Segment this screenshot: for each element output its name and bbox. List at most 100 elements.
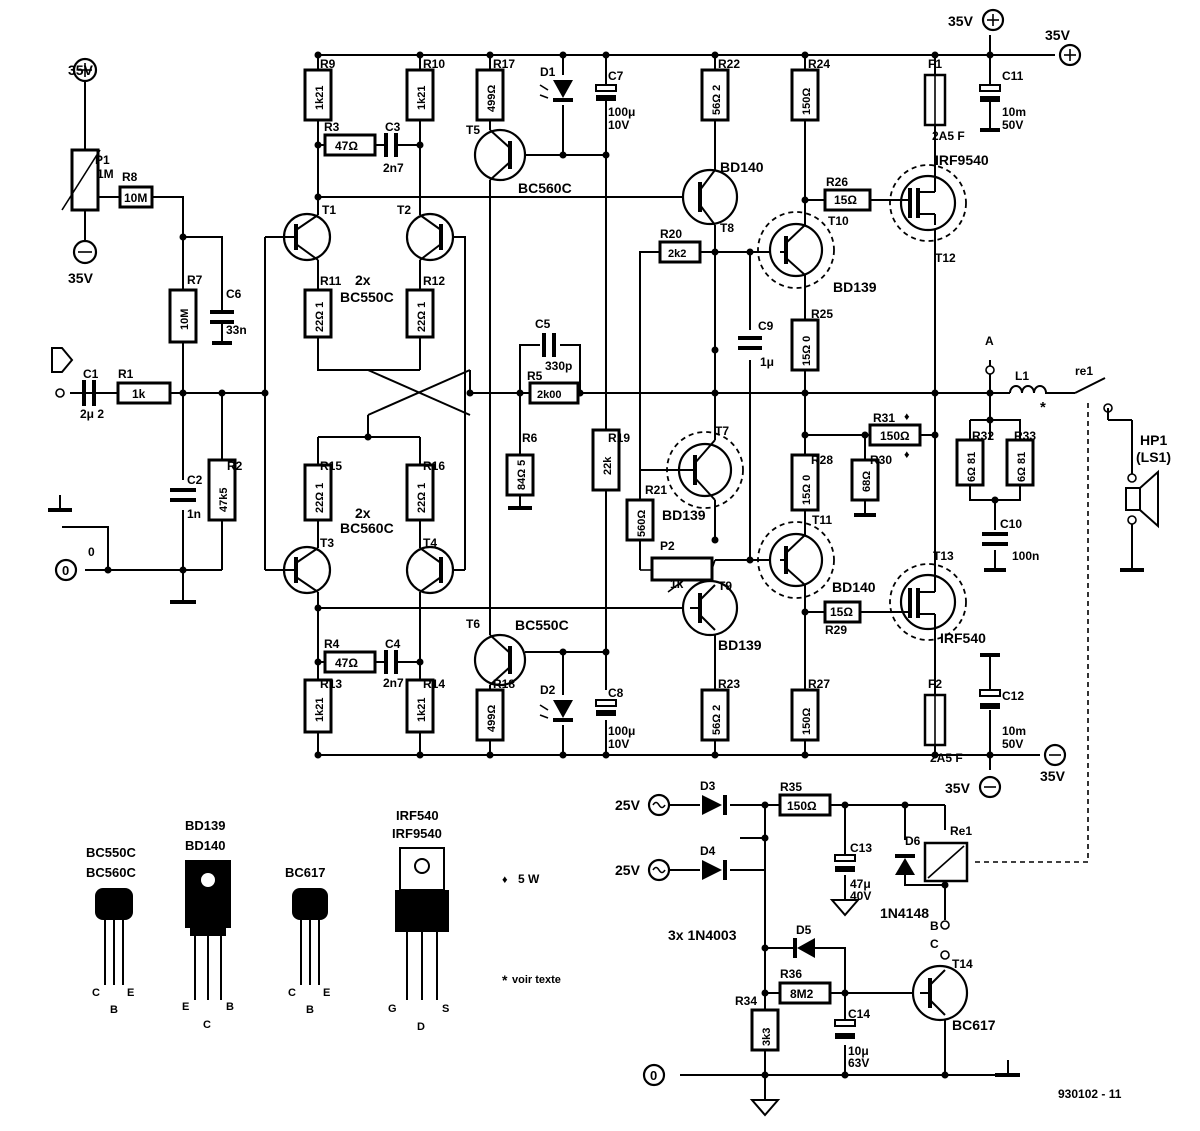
label-r8-value: 10M — [124, 191, 147, 205]
resistor-r7 — [168, 288, 198, 344]
transistor-t13 — [889, 563, 967, 641]
pinout-drv-c: C — [203, 1019, 211, 1031]
capacitor-c3 — [384, 133, 398, 157]
label-t1: T1 — [322, 203, 336, 217]
label-d6-type: 1N4148 — [880, 905, 929, 921]
pinout-small-signal-a: BC550C — [86, 845, 136, 860]
label-c8: C8 — [608, 686, 624, 700]
label-t2: T2 — [397, 203, 411, 217]
label-c3-value: 2n7 — [383, 161, 404, 175]
label-r3-value: 47Ω — [335, 139, 358, 153]
label-pair-top-count: 2x — [355, 272, 371, 288]
label-r7: R7 — [187, 273, 203, 287]
pinout-small-signal-b: BC560C — [86, 865, 136, 880]
label-r9-value: 1k21 — [314, 86, 326, 110]
label-t9: T9 — [718, 579, 732, 593]
capacitor-c12 — [979, 653, 1001, 709]
label-r20-value: 2k2 — [668, 248, 686, 260]
diode-d4 — [702, 860, 727, 880]
label-c13: C13 — [850, 841, 872, 855]
resistor-r26 — [823, 188, 872, 212]
resistor-r19 — [591, 428, 621, 492]
label-r35-value: 150Ω — [787, 799, 817, 813]
resistor-r22 — [700, 68, 730, 122]
label-r26: R26 — [826, 175, 848, 189]
resistor-r5 — [528, 381, 580, 405]
pinout-dl-b: B — [306, 1004, 314, 1016]
capacitor-c5 — [542, 333, 556, 357]
label-c2-value: 1n — [187, 507, 201, 521]
label-c3: C3 — [385, 120, 401, 134]
label-t7-type: BD139 — [662, 507, 706, 523]
label-c2: C2 — [187, 473, 203, 487]
label-r11-value: 22Ω 1 — [314, 302, 326, 332]
resistor-r21 — [625, 498, 655, 542]
label-r29: R29 — [825, 623, 847, 637]
resistor-r17 — [475, 68, 505, 122]
label-c5: C5 — [535, 317, 551, 331]
label-35v-top-right: 35V — [1045, 27, 1071, 43]
capacitors — [82, 84, 1008, 1039]
label-r21-value: 560Ω — [636, 510, 648, 537]
label-r25: R25 — [811, 307, 833, 321]
ground-symbol-c13 — [829, 899, 861, 917]
label-r2: R2 — [227, 459, 243, 473]
label-c9-value: 1μ — [760, 355, 774, 369]
pinout-drv-b: B — [226, 1001, 234, 1013]
label-r3: R3 — [324, 120, 340, 134]
pinout-mosfet-a: IRF540 — [396, 808, 439, 823]
label-pin-c-mark: C — [930, 937, 939, 951]
pinout-driver-a: BD139 — [185, 818, 225, 833]
label-r23-value: 56Ω 2 — [711, 705, 723, 735]
power-note: 5 W — [518, 872, 540, 886]
resistor-r9 — [303, 68, 333, 122]
label-r17-value: 499Ω — [486, 85, 498, 112]
label-r12: R12 — [423, 274, 445, 288]
resistor-r2 — [207, 458, 237, 522]
label-r20: R20 — [660, 227, 682, 241]
resistor-r25 — [790, 318, 820, 372]
label-f2-value: 2A5 F — [930, 751, 963, 765]
power-mark-r31-bottom: ♦ — [904, 449, 910, 461]
label-p2-value: 1k — [670, 577, 684, 591]
label-c7-value-a: 100μ — [608, 105, 635, 119]
pinout-dl-c: C — [288, 987, 296, 999]
label-c7: C7 — [608, 69, 624, 83]
label-t12: T12 — [935, 251, 956, 265]
label-r22: R22 — [718, 57, 740, 71]
resistor-r13 — [303, 678, 333, 734]
label-hp1: HP1 — [1140, 432, 1167, 448]
label-r8: R8 — [122, 170, 138, 184]
label-r33-value: 6Ω 81 — [1016, 452, 1028, 482]
transistor-t7 — [665, 431, 744, 509]
label-r27: R27 — [808, 677, 830, 691]
label-t13: T13 — [933, 549, 954, 563]
label-35v-n1: 35V — [68, 270, 94, 286]
diode-d6 — [895, 854, 915, 875]
label-r27-value: 150Ω — [801, 708, 813, 735]
label-t4: T4 — [423, 536, 437, 550]
resistor-r10 — [405, 68, 435, 122]
resistors — [61, 68, 1035, 1052]
label-r10: R10 — [423, 57, 445, 71]
label-t6-type: BC550C — [515, 617, 569, 633]
label-pair-bot-count: 2x — [355, 505, 371, 521]
label-t10: T10 — [828, 214, 849, 228]
label-r26-value: 15Ω — [834, 193, 857, 207]
label-r34: R34 — [735, 994, 757, 1008]
label-r5: R5 — [527, 369, 543, 383]
notes: ♦ ♦ ♦ 5 W * voir texte — [502, 411, 910, 988]
transistor-t9 — [681, 579, 739, 637]
label-r18: R18 — [493, 677, 515, 691]
label-r28-value: 15Ω 0 — [801, 475, 813, 505]
label-c10-value: 100n — [1012, 549, 1039, 563]
label-c4: C4 — [385, 637, 401, 651]
label-c8-value-b: 10V — [608, 737, 629, 751]
resistor-r27 — [790, 688, 820, 742]
footnote-mark: * — [502, 972, 508, 988]
label-r34-value: 3k3 — [761, 1028, 773, 1046]
label-t6: T6 — [466, 617, 480, 631]
label-r4: R4 — [324, 637, 340, 651]
svg-text:0: 0 — [62, 563, 69, 578]
label-c13-value-a: 47μ — [850, 877, 871, 891]
